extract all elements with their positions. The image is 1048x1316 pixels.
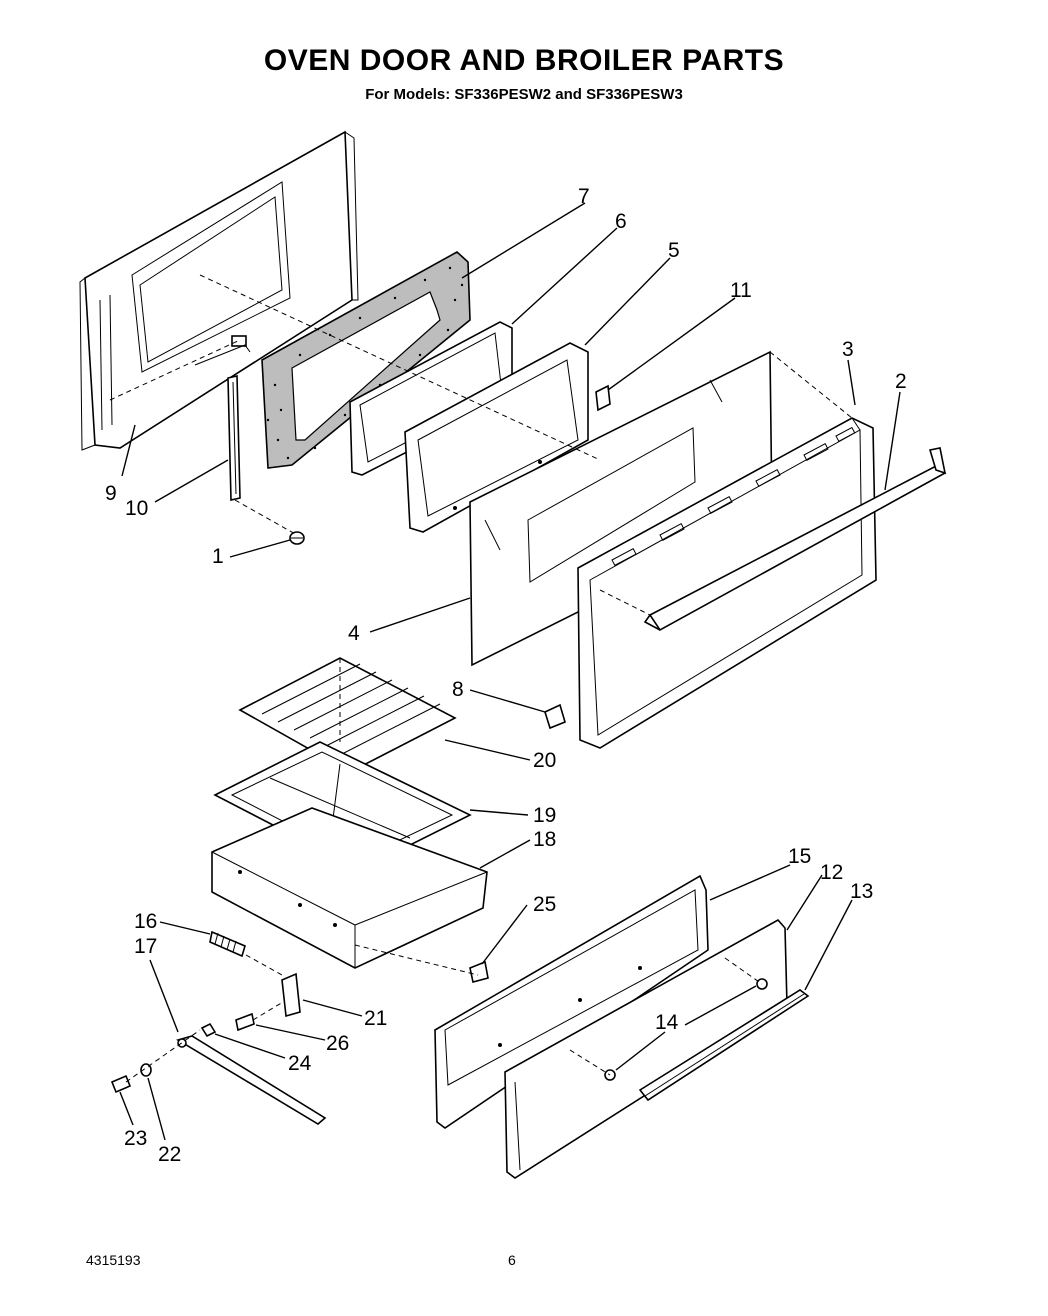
- callout-10: 10: [125, 497, 148, 520]
- part-door-handle: [643, 447, 947, 632]
- callout-21: 21: [364, 1007, 387, 1030]
- callout-13: 13: [850, 880, 873, 903]
- part-hinge-bracket: [544, 703, 566, 730]
- callout-8: 8: [452, 678, 464, 701]
- callout-17: 17: [134, 935, 157, 958]
- part-door-clip: [595, 384, 611, 412]
- part-washer: [140, 1063, 152, 1077]
- part-hinge-strip: [227, 375, 241, 501]
- callout-23: 23: [124, 1127, 147, 1150]
- callout-24: 24: [288, 1052, 312, 1075]
- callout-4: 4: [348, 622, 360, 645]
- part-screw: [289, 531, 305, 545]
- document-number: 4315193: [86, 1252, 141, 1268]
- callout-15: 15: [788, 845, 811, 868]
- part-nut: [200, 1022, 217, 1038]
- part-broiler-pan: [211, 807, 488, 969]
- part-slide-rail: [176, 1035, 327, 1125]
- page-number: 6: [508, 1252, 516, 1268]
- part-broiler-grid: [238, 657, 457, 773]
- part-drawer-clip: [469, 960, 489, 983]
- part-drawer-inner-panel: [434, 874, 709, 1129]
- part-window-pack-frame: [404, 342, 589, 533]
- callout-7: 7: [578, 185, 590, 208]
- part-latch: [281, 972, 301, 1018]
- callout-16: 16: [134, 910, 157, 933]
- part-bolt: [110, 1074, 132, 1094]
- callout-6: 6: [615, 210, 627, 233]
- callout-labels: 7 6 5 11 3 2 9 10 1 4 8 20 19 18 25 16 1…: [105, 185, 907, 1166]
- callout-25: 25: [533, 893, 556, 916]
- part-insulation: [261, 251, 471, 469]
- part-drawer-handle: [638, 989, 810, 1102]
- callout-22: 22: [158, 1143, 181, 1166]
- models-subtitle: For Models: SF336PESW2 and SF336PESW3: [365, 86, 683, 103]
- part-latch-screw: [235, 1012, 255, 1032]
- callout-20: 20: [533, 749, 556, 772]
- callout-2: 2: [895, 370, 907, 393]
- callout-18: 18: [533, 828, 556, 851]
- callout-19: 19: [533, 804, 556, 827]
- callout-3: 3: [842, 338, 854, 361]
- part-inner-door-panel: [79, 130, 359, 451]
- callout-11: 11: [730, 279, 752, 302]
- leader-lines: [119, 202, 901, 1141]
- callout-12: 12: [820, 861, 843, 884]
- callout-1: 1: [212, 545, 224, 568]
- assembly-lines: [109, 274, 853, 1083]
- callout-9: 9: [105, 482, 117, 505]
- callout-14: 14: [655, 1011, 679, 1034]
- callout-5: 5: [668, 239, 680, 262]
- callout-26: 26: [326, 1032, 349, 1055]
- part-spring: [209, 930, 246, 958]
- page-title: OVEN DOOR AND BROILER PARTS: [263, 44, 785, 77]
